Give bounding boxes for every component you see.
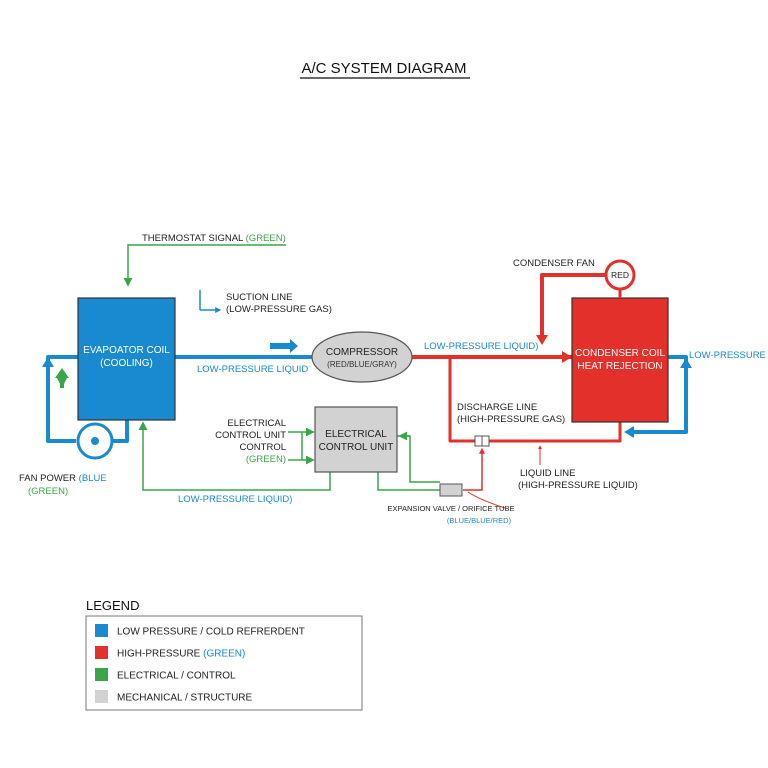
control-unit-label-1: ELECTRICAL <box>325 429 387 440</box>
evaporator-label-1: EVAPOATOR COIL <box>83 345 170 356</box>
compressor-out-arrow-icon <box>562 351 572 363</box>
low-pressure-liquid-top-label: LOW-PRESSURE LIQUID) <box>424 341 538 352</box>
suction-line-sublabel: (LOW-PRESSURE GAS) <box>226 304 332 315</box>
expansion-valve-label: EXPANSION VALVE / ORIFICE TUBE <box>388 504 515 513</box>
fan-power-label: FAN POWER (BLUE <box>19 473 107 484</box>
condenser-label-2: HEAT REJECTION <box>577 361 662 372</box>
condenser-fan-arrow-icon <box>536 335 548 345</box>
ecu-control-label-1: ELECTRICAL <box>227 418 286 429</box>
compressor-label-1: COMPRESSOR <box>326 347 398 358</box>
diagram-title: A/C SYSTEM DIAGRAM <box>301 60 466 77</box>
thermostat-signal-label: THERMOSTAT SIGNAL (GREEN) <box>142 233 286 244</box>
flow-arrow-icon <box>270 339 298 353</box>
low-pressure-right-label: LOW-PRESSURE <box>689 350 766 361</box>
compressor-label-2: (RED/BLUE/GRAY) <box>327 360 397 369</box>
condenser-label-1: CONDENSER COIL <box>575 348 665 359</box>
condenser-fan-label: CONDENSER FAN <box>513 258 595 269</box>
expansion-valve[interactable] <box>439 483 463 497</box>
legend-label: ELECTRICAL / CONTROL <box>117 671 236 682</box>
ecu-control-label-4: (GREEN) <box>246 454 286 465</box>
legend-swatch <box>95 624 108 637</box>
condenser-coil[interactable] <box>571 297 669 423</box>
evaporator-label-2: (COOLING) <box>100 358 153 369</box>
legend-swatch <box>95 668 108 681</box>
legend-item: HIGH-PRESSURE (GREEN) <box>95 646 245 660</box>
fan-power-green-label: (GREEN) <box>28 486 68 497</box>
evaporator-coil[interactable] <box>77 297 176 421</box>
low-pressure-lines <box>46 355 688 443</box>
legend-label: HIGH-PRESSURE (GREEN) <box>117 649 245 660</box>
ecu-control-label-3: CONTROL <box>240 442 286 453</box>
compressor[interactable] <box>311 331 413 383</box>
legend-item: LOW PRESSURE / COLD REFRERDENT <box>95 624 305 638</box>
up-arrow-icon <box>680 358 692 368</box>
electrical-control-unit[interactable] <box>314 406 398 473</box>
legend-label: LOW PRESSURE / COLD REFRERDENT <box>117 627 305 638</box>
low-pressure-liquid-evap-label: LOW-PRESSURE LIQUID <box>197 364 308 375</box>
legend-label: MECHANICAL / STRUCTURE <box>117 693 253 704</box>
liquid-line-sublabel: (HIGH-PRESSURE LIQUID) <box>518 480 638 491</box>
legend-swatch <box>95 690 108 703</box>
discharge-line-sublabel: (HIGH-PRESSURE GAS) <box>457 414 565 425</box>
ecu-control-label-2: CONTROL UNIT <box>215 430 286 441</box>
legend-box <box>85 615 363 711</box>
left-loop-arrow-icon <box>42 357 54 367</box>
legend-swatch <box>95 646 108 659</box>
condenser-fan-badge: RED <box>611 270 629 280</box>
legend-items: LOW PRESSURE / COLD REFRERDENT HIGH-PRESS… <box>95 624 305 704</box>
low-pressure-liquid-bottom-label: LOW-PRESSURE LIQUID) <box>178 494 292 505</box>
legend-item: ELECTRICAL / CONTROL <box>95 668 236 682</box>
electrical-lines <box>123 244 440 491</box>
legend-item: MECHANICAL / STRUCTURE <box>95 690 253 704</box>
control-unit-label-2: CONTROL UNIT <box>319 442 394 453</box>
expansion-valve-sublabel: (BLUE/BLUE/RED) <box>447 516 512 525</box>
high-pressure-lines <box>412 273 622 509</box>
return-arrow-icon <box>624 426 634 438</box>
discharge-line-label: DISCHARGE LINE <box>457 402 537 413</box>
suction-line-label: SUCTION LINE <box>226 292 293 303</box>
liquid-line-label: LIQUID LINE <box>520 468 575 479</box>
legend-title: LEGEND <box>86 598 139 613</box>
